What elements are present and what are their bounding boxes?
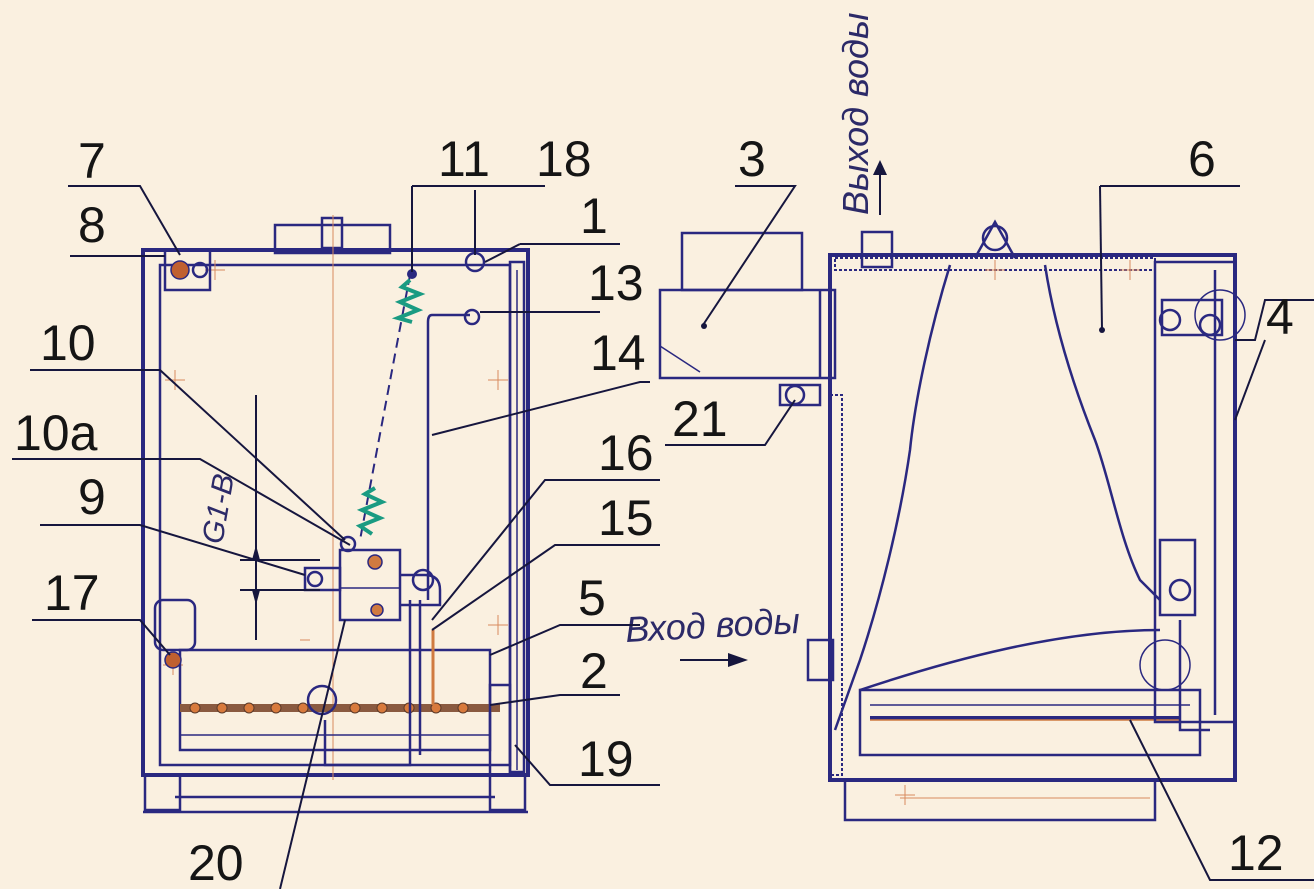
label-2: 2	[580, 643, 608, 699]
thermocouple-tube	[426, 313, 470, 600]
sensor-21	[778, 383, 822, 407]
igniter-block	[153, 598, 197, 652]
front-view: G1-B	[141, 215, 530, 814]
label-19: 19	[578, 731, 634, 787]
front-right-column	[508, 260, 526, 774]
label-12: 12	[1228, 825, 1284, 881]
label-10: 10	[40, 315, 96, 371]
front-frame	[141, 248, 530, 777]
label-13: 13	[588, 255, 644, 311]
side-base	[843, 778, 1157, 822]
water-inlet-note: Вход воды	[624, 600, 801, 650]
label-15: 15	[598, 490, 654, 546]
gas-pipe	[323, 600, 412, 767]
right-panel	[1153, 260, 1237, 724]
spring-upper	[391, 278, 426, 324]
label-6: 6	[1188, 131, 1216, 187]
label-8: 8	[78, 197, 106, 253]
exchanger-right-curve	[1043, 264, 1161, 601]
front-foot-right	[488, 773, 527, 812]
label-21: 21	[672, 391, 728, 447]
label-11: 11	[438, 131, 490, 187]
spring-lower	[355, 486, 388, 536]
left-insulation	[829, 394, 843, 776]
label-5: 5	[578, 570, 606, 626]
label-4: 4	[1266, 289, 1294, 345]
draft-hood	[658, 288, 837, 380]
exchanger-left-curve	[833, 264, 952, 731]
label-3: 3	[738, 131, 766, 187]
side-view	[658, 219, 1246, 822]
water-inlet-pipe	[806, 638, 835, 682]
label-7: 7	[78, 133, 106, 189]
label-1: 1	[580, 188, 608, 244]
callout-labels: 7 8 11 18 1 13 10 14 10a 9 16 15 17 5 2 …	[14, 131, 1294, 889]
front-foot-left	[143, 773, 182, 812]
thermostat-housing	[163, 248, 212, 292]
water-outlet-pipe	[860, 230, 894, 269]
label-16: 16	[598, 425, 654, 481]
water-flow: Выход воды Вход воды	[624, 13, 887, 667]
label-17: 17	[44, 565, 100, 621]
water-outlet-note: Выход воды	[835, 13, 876, 215]
lifting-eye	[981, 224, 1009, 252]
label-20: 20	[188, 835, 244, 889]
label-9: 9	[78, 469, 106, 525]
draft-hood-top	[680, 231, 804, 292]
burner-nozzles	[189, 702, 469, 714]
label-10a: 10a	[14, 405, 98, 461]
label-18: 18	[536, 131, 592, 187]
combustion-chamber	[858, 688, 1202, 757]
label-14: 14	[590, 325, 646, 381]
dimension-label: G1-B	[196, 472, 241, 547]
leader-lines	[12, 185, 1314, 889]
